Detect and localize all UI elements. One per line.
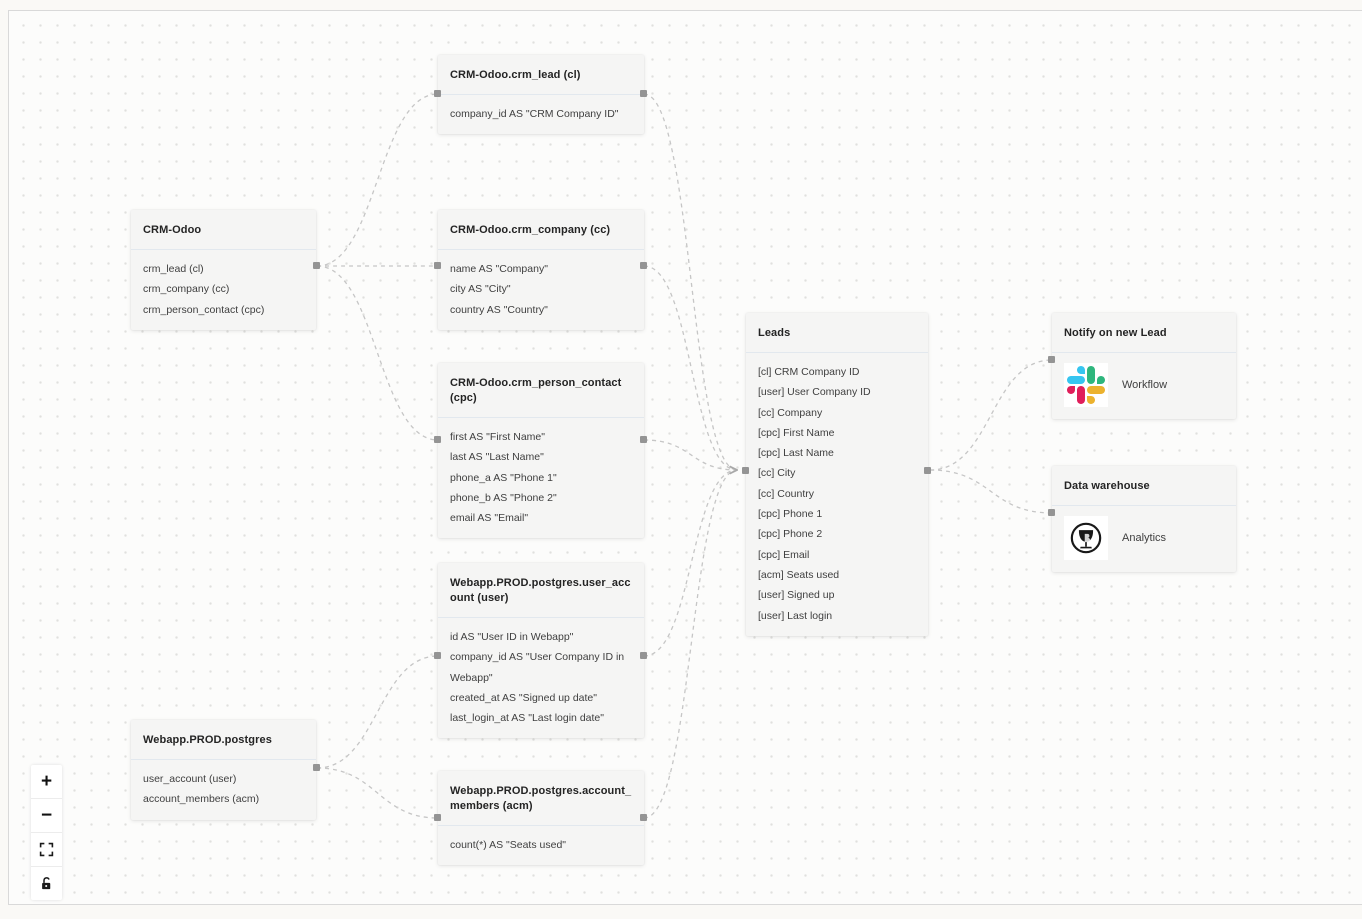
edge-cpc-leads[interactable] [643, 439, 737, 470]
port-notify-left[interactable] [1048, 356, 1055, 363]
port-crm-company-right[interactable] [640, 262, 647, 269]
node-action-label: Analytics [1122, 532, 1167, 544]
node-title: Webapp.PROD.postgres.account_members (ac… [438, 771, 644, 826]
node-title: Notify on new Lead [1052, 313, 1236, 353]
node-row: [acm] Seats used [758, 568, 840, 581]
node-row: email AS "Email" [450, 512, 529, 525]
node-row: city AS "City" [450, 283, 511, 296]
edge-postgres-useraccount[interactable] [316, 655, 439, 769]
node-row: crm_person_contact (cpc) [143, 303, 265, 316]
port-crm-lead-left[interactable] [434, 90, 441, 97]
analytics-icon [1064, 516, 1108, 560]
node-title: CRM-Odoo.crm_person_contact (cpc) [438, 363, 644, 418]
edge-leads-warehouse[interactable] [929, 469, 1053, 514]
node-crm-lead[interactable]: CRM-Odoo.crm_lead (cl) company_id AS "CR… [438, 55, 644, 135]
node-crm-odoo[interactable]: CRM-Odoo crm_lead (cl) crm_company (cc) … [131, 210, 316, 330]
node-row: user_account (user) [143, 773, 237, 785]
port-user-account-left[interactable] [434, 652, 441, 659]
node-row: crm_lead (cl) [143, 263, 204, 275]
node-title: Data warehouse [1052, 466, 1236, 506]
unlock-icon [42, 877, 51, 890]
node-row: created_at AS "Signed up date" [450, 691, 597, 704]
node-title: Webapp.PROD.postgres [131, 720, 316, 760]
node-row: [cpc] Email [758, 548, 810, 561]
node-postgres[interactable]: Webapp.PROD.postgres user_account (user)… [131, 720, 316, 820]
node-user-account[interactable]: Webapp.PROD.postgres.user_account (user)… [438, 563, 644, 739]
node-row: count(*) AS "Seats used" [450, 839, 567, 851]
edge-layer [316, 93, 1053, 819]
node-row: [cc] Company [758, 406, 823, 419]
edge-crmodoo-cpc[interactable] [316, 265, 439, 441]
port-leads-right[interactable] [924, 467, 931, 474]
node-title: Leads [746, 313, 928, 353]
node-row: [cl] CRM Company ID [758, 366, 860, 378]
node-notify[interactable]: Notify on new Lead Workflow [1052, 313, 1236, 419]
edge-leads-notify[interactable] [929, 359, 1053, 471]
node-row: name AS "Company" [450, 263, 548, 275]
slack-icon [1064, 363, 1108, 407]
node-row: account_members (acm) [143, 793, 260, 806]
edge-crmodoo-crmlead[interactable] [316, 93, 439, 267]
port-postgres-right[interactable] [313, 764, 320, 771]
node-title: Webapp.PROD.postgres.user_account (user) [438, 563, 644, 618]
canvas-controls: + − [31, 765, 62, 900]
port-crm-person-contact-right[interactable] [640, 436, 647, 443]
node-row: id AS "User ID in Webapp" [450, 631, 574, 643]
node-row: company_id AS "CRM Company ID" [450, 108, 619, 120]
port-crm-company-left[interactable] [434, 262, 441, 269]
node-row: [cpc] First Name [758, 426, 835, 439]
edge-useraccount-leads[interactable] [643, 470, 737, 657]
flow-canvas[interactable]: CRM-Odoo.crm_lead (cl) company_id AS "CR… [8, 10, 1362, 905]
edge-crmcompany-leads[interactable] [643, 265, 737, 470]
port-crm-person-contact-left[interactable] [434, 436, 441, 443]
edge-crmlead-leads[interactable] [643, 93, 737, 470]
node-warehouse[interactable]: Data warehouse Analytics [1052, 466, 1236, 572]
node-account-members[interactable]: Webapp.PROD.postgres.account_members (ac… [438, 771, 644, 866]
port-account-members-right[interactable] [640, 814, 647, 821]
node-crm-person-contact[interactable]: CRM-Odoo.crm_person_contact (cpc) first … [438, 363, 644, 539]
edge-acm-leads[interactable] [643, 470, 737, 819]
node-row: last AS "Last Name" [450, 451, 544, 464]
node-row: phone_a AS "Phone 1" [450, 471, 557, 484]
node-row: country AS "Country" [450, 303, 548, 316]
node-title: CRM-Odoo [131, 210, 316, 250]
node-row: last_login_at AS "Last login date" [450, 712, 604, 725]
port-user-account-right[interactable] [640, 652, 647, 659]
node-leads[interactable]: Leads [cl] CRM Company ID [user] User Co… [746, 313, 928, 636]
fit-view-icon [39, 842, 54, 857]
node-row: [cpc] Phone 2 [758, 528, 823, 541]
node-row: first AS "First Name" [450, 431, 545, 443]
node-crm-company[interactable]: CRM-Odoo.crm_company (cc) name AS "Compa… [438, 210, 644, 330]
port-crm-lead-right[interactable] [640, 90, 647, 97]
node-action-label: Workflow [1122, 379, 1168, 391]
zoom-in-button[interactable]: + [31, 765, 62, 799]
node-row: [cpc] Phone 1 [758, 508, 823, 521]
node-title: CRM-Odoo.crm_lead (cl) [438, 55, 644, 95]
port-crm-odoo-right[interactable] [313, 262, 320, 269]
port-warehouse-left[interactable] [1048, 509, 1055, 516]
node-row: phone_b AS "Phone 2" [450, 491, 557, 504]
node-row: [user] Signed up [758, 589, 835, 602]
node-title: CRM-Odoo.crm_company (cc) [438, 210, 644, 250]
node-row: [cpc] Last Name [758, 447, 834, 460]
node-row: [cc] Country [758, 487, 815, 500]
node-row: [user] User Company ID [758, 386, 871, 399]
node-row: crm_company (cc) [143, 283, 230, 296]
zoom-out-button[interactable]: − [31, 799, 62, 833]
node-row: [user] Last login [758, 609, 833, 622]
node-row: [cc] City [758, 467, 796, 480]
fit-view-button[interactable] [31, 833, 62, 867]
port-leads-left[interactable] [742, 467, 749, 474]
port-account-members-left[interactable] [434, 814, 441, 821]
edge-postgres-acm[interactable] [316, 767, 439, 819]
lock-button[interactable] [31, 867, 62, 900]
node-row: company_id AS "User Company ID in Webapp… [450, 651, 625, 684]
